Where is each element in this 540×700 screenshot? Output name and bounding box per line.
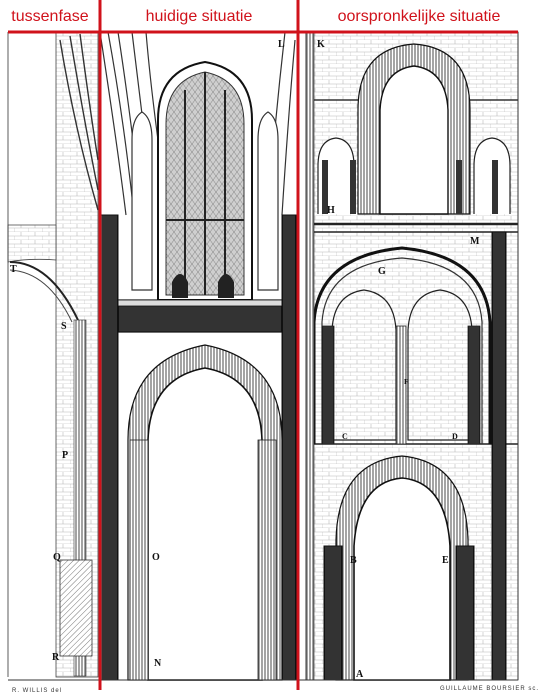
arch-left-column (129, 439, 149, 681)
label-S: S (61, 321, 67, 332)
label-G: G (378, 266, 386, 277)
label-O: O (152, 552, 160, 563)
right-section-oorspronkelijke-situatie (8, 31, 519, 681)
main-arch-opening (147, 367, 263, 681)
middle-left-pier (99, 214, 119, 681)
label-H: H (327, 205, 335, 216)
window-opening-1 (172, 274, 188, 298)
arcade-left-column (323, 545, 343, 681)
triforium-main-arch-inner (321, 257, 483, 444)
left-arch-curve (9, 261, 79, 321)
triforium-sub-arch-right (407, 289, 473, 441)
label-Q: Q (53, 552, 61, 563)
header-tussenfase: tussenfase (11, 8, 89, 25)
clerestory-shaft-3 (456, 160, 462, 214)
arcade-right-column (455, 545, 475, 681)
label-A: A (356, 669, 364, 680)
label-N: N (154, 658, 162, 669)
arch-right-column (257, 439, 277, 681)
arcade-arch-opening (353, 477, 451, 681)
label-E: E (442, 555, 449, 566)
blind-lancet-right (257, 111, 279, 291)
header-huidige-situatie: huidige situatie (145, 8, 253, 25)
label-F: F (404, 378, 408, 386)
vaulting-shaft (491, 231, 507, 681)
credit-left: R. WILLIS del (12, 688, 62, 694)
clerestory-shaft-4 (492, 160, 498, 214)
left-arch-inner (9, 269, 73, 323)
label-P: P (62, 450, 68, 461)
label-M: M (470, 236, 480, 247)
label-K: K (317, 39, 325, 50)
label-C: C (342, 432, 348, 441)
left-base-block (59, 559, 93, 657)
clerestory-shaft-1 (322, 160, 328, 214)
middle-section-huidige-situatie (99, 31, 297, 681)
balustrade-top-rail (115, 299, 293, 307)
middle-right-pier (281, 214, 297, 681)
fan-vault-ribs (99, 31, 159, 216)
triforium-sub-arch-left (331, 289, 397, 441)
triforium-left-column (321, 325, 335, 445)
diagram-letter-labels: T S P Q R O N L K H M G F C D B E A (10, 39, 480, 680)
clerestory-round-window (379, 65, 449, 215)
left-vault-ribs (59, 33, 99, 211)
triforium-center-column (395, 325, 407, 445)
right-edge-shaft (305, 31, 315, 681)
header-oorspronkelijke-situatie: oorspronkelijke situatie (337, 8, 501, 25)
triforium-main-arch (312, 246, 492, 444)
window-opening-2 (218, 274, 234, 298)
label-B: B (350, 555, 357, 566)
clerestory-shaft-2 (350, 160, 356, 214)
label-L: L (278, 39, 285, 50)
left-arch-spring (7, 224, 57, 263)
left-section-tussenfase (7, 31, 99, 678)
label-T: T (10, 264, 17, 275)
triforium-right-column (467, 325, 481, 445)
credit-right: GUILLAUME BOURSIER sc. (440, 686, 539, 692)
label-D: D (452, 432, 458, 441)
blind-lancet-left (131, 111, 153, 291)
label-R: R (52, 652, 60, 663)
